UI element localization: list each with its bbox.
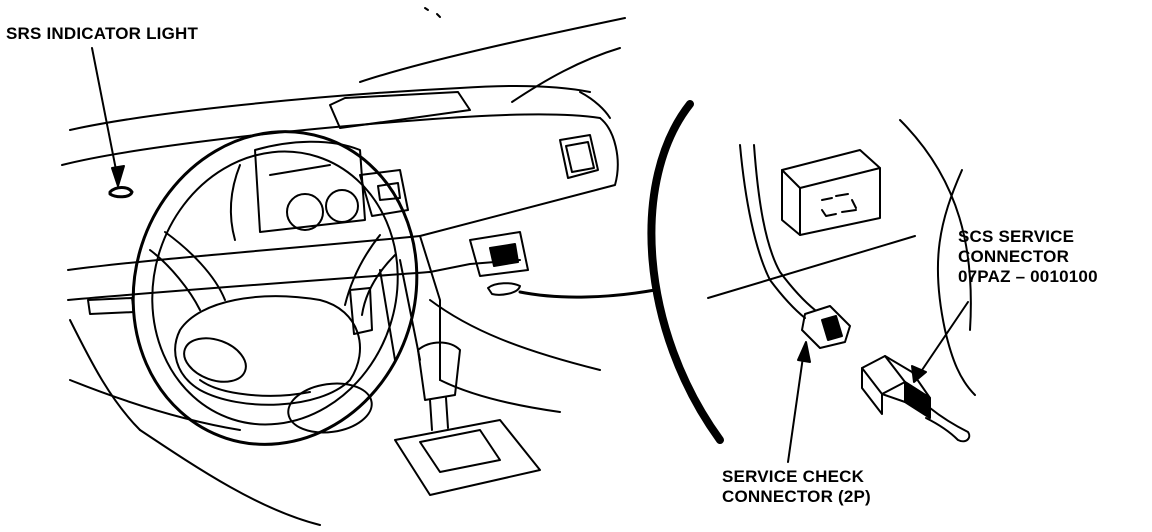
magnify-arc-inner: [899, 119, 972, 331]
srs-callout: [91, 47, 125, 187]
service-check-connector: [739, 144, 851, 349]
steering-wheel: [131, 130, 419, 446]
service-check-label-line2: CONNECTOR (2P): [722, 487, 871, 506]
scs-connector: [861, 355, 971, 443]
srs-indicator-label: SRS INDICATOR LIGHT: [6, 24, 199, 43]
scs-connector-label-line3: 07PAZ – 0010100: [958, 267, 1098, 286]
scs-connector-label-line1: SCS SERVICE: [958, 227, 1075, 246]
dashboard-outline: [61, 17, 626, 526]
panel-edge: [707, 235, 916, 299]
magnify-arc: [647, 100, 724, 444]
service-check-callout: [787, 341, 811, 463]
relay-box: [781, 149, 881, 236]
stray-marks: [424, 7, 441, 18]
service-check-label-line1: SERVICE CHECK: [722, 467, 865, 486]
magnify-leader: [518, 288, 657, 299]
scs-connector-label-line2: CONNECTOR: [958, 247, 1070, 266]
scs-connector-label: SCS SERVICE CONNECTOR 07PAZ – 0010100: [958, 227, 1098, 287]
service-check-label: SERVICE CHECK CONNECTOR (2P): [722, 467, 871, 507]
scs-callout: [911, 301, 969, 383]
